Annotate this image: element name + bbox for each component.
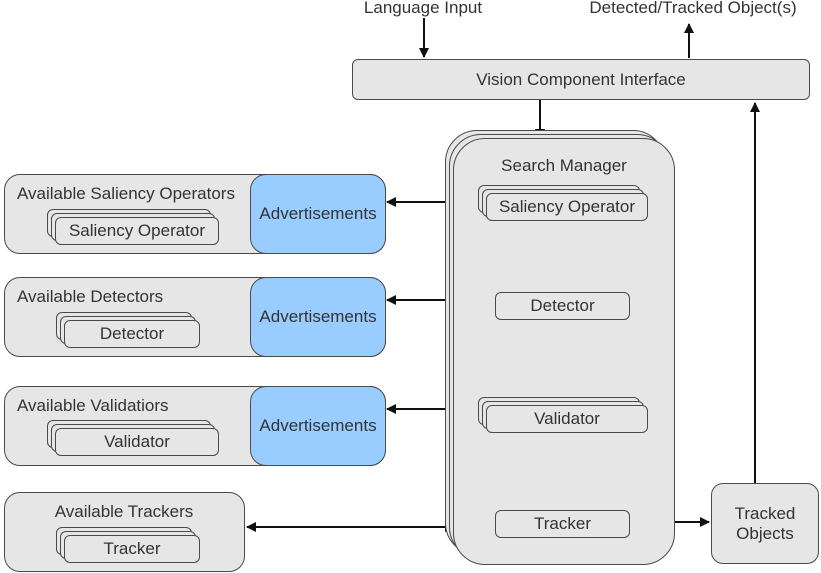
- saliency-operator-item-label: Saliency Operator: [68, 221, 206, 240]
- panel-saliency-title: Available Saliency Operators: [17, 184, 235, 203]
- sm-tracker-label: Tracker: [534, 514, 591, 533]
- search-manager-title: Search Manager: [501, 156, 627, 175]
- sm-detector-label: Detector: [530, 296, 595, 315]
- sm-validator-label: Validator: [534, 409, 600, 428]
- saliency-advertisements: Advertisements: [250, 174, 386, 254]
- saliency-operator-item: Saliency Operator: [55, 217, 219, 245]
- sm-saliency-label: Saliency Operator: [498, 197, 636, 216]
- validator-item-label: Validator: [104, 432, 170, 451]
- validator-item: Validator: [55, 428, 219, 456]
- panel-validators-title: Available Validatiors: [17, 396, 169, 415]
- detector-item-label: Detector: [99, 324, 165, 343]
- detector-item: Detector: [64, 320, 200, 348]
- validator-advertisements-label: Advertisements: [259, 416, 377, 435]
- language-input-label: Language Input: [363, 0, 483, 17]
- sm-saliency-operator: Saliency Operator: [486, 193, 648, 221]
- tracked-objects-label: Tracked Objects: [734, 503, 796, 543]
- sm-tracker: Tracker: [495, 510, 630, 538]
- detector-advertisements-label: Advertisements: [259, 307, 377, 326]
- saliency-advertisements-label: Advertisements: [259, 204, 377, 223]
- vision-interface-label: Vision Component Interface: [476, 69, 686, 89]
- tracker-item: Tracker: [64, 535, 200, 563]
- tracked-objects: Tracked Objects: [711, 483, 819, 564]
- vision-component-interface: Vision Component Interface: [352, 59, 810, 100]
- sm-detector: Detector: [495, 292, 630, 320]
- tracker-item-label: Tracker: [103, 539, 161, 558]
- sm-validator: Validator: [486, 405, 648, 433]
- detected-objects-label: Detected/Tracked Object(s): [589, 0, 797, 17]
- validator-advertisements: Advertisements: [250, 386, 386, 466]
- detector-advertisements: Advertisements: [250, 277, 386, 357]
- panel-detectors-title: Available Detectors: [17, 287, 164, 306]
- panel-trackers-title: Available Trackers: [54, 502, 194, 521]
